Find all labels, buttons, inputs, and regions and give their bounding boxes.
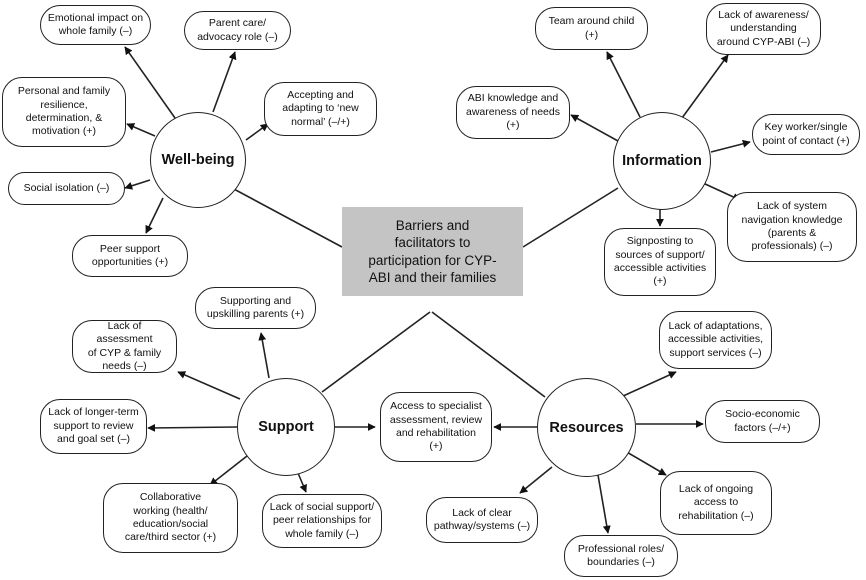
factor-social-support: Lack of social support/ peer relationshi… xyxy=(262,494,382,548)
factor-social-support-label: Lack of social support/ peer relationshi… xyxy=(269,500,375,540)
factor-upskilling-parents-label: Supporting and upskilling parents (+) xyxy=(206,294,305,320)
factor-system-navigation-label: Lack of system navigation knowledge (par… xyxy=(741,200,843,253)
link-support-center xyxy=(321,311,431,393)
factor-upskilling-parents: Supporting and upskilling parents (+) xyxy=(195,287,316,329)
factor-signposting-label: Signposting to sources of support/ acces… xyxy=(613,235,707,288)
arrow-longer-term xyxy=(147,423,238,432)
factor-clear-pathway-label: Lack of clear pathway/systems (–) xyxy=(433,506,531,532)
factor-key-worker: Key worker/single point of contact (+) xyxy=(752,114,860,155)
hub-wellbeing: Well-being xyxy=(150,112,246,208)
factor-collaborative-working: Collaborative working (health/ education… xyxy=(103,483,238,553)
factor-clear-pathway: Lack of clear pathway/systems (–) xyxy=(426,497,538,543)
arrow-parent-care xyxy=(212,51,237,113)
arrow-emotional xyxy=(124,46,176,119)
factor-resilience-label: Personal and family resilience, determin… xyxy=(17,85,111,138)
factor-lack-of-assessment: Lack of assessment of CYP & family needs… xyxy=(72,320,177,373)
arrow-assessment xyxy=(177,371,241,400)
factor-peer-support: Peer support opportunities (+) xyxy=(72,235,188,277)
hub-resources-label: Resources xyxy=(549,419,624,436)
factor-team-around-child-label: Team around child (+) xyxy=(548,15,635,41)
factor-social-isolation-label: Social isolation (–) xyxy=(23,181,110,194)
factor-parent-care-label: Parent care/ advocacy role (–) xyxy=(197,17,278,43)
factor-accepting-adapting-label: Accepting and adapting to ‘new normal’ (… xyxy=(282,88,359,128)
factor-parent-care: Parent care/ advocacy role (–) xyxy=(184,11,291,50)
factor-professional-roles-label: Professional roles/ boundaries (–) xyxy=(577,542,665,568)
factor-socio-economic-label: Socio-economic factors (–/+) xyxy=(725,408,800,434)
factor-specialist-access-label: Access to specialist assessment, review … xyxy=(389,400,483,453)
factor-system-navigation: Lack of system navigation knowledge (par… xyxy=(727,192,857,262)
arrow-collaborative xyxy=(209,455,248,486)
factor-ongoing-rehabilitation-label: Lack of ongoing access to rehabilitation… xyxy=(678,482,754,522)
factor-socio-economic: Socio-economic factors (–/+) xyxy=(705,400,820,443)
arrow-peer xyxy=(145,197,164,234)
hub-information: Information xyxy=(613,112,711,210)
factor-collaborative-working-label: Collaborative working (health/ education… xyxy=(124,491,217,544)
hub-wellbeing-label: Well-being xyxy=(161,152,235,168)
hub-resources: Resources xyxy=(537,378,636,477)
arrow-abi-knowledge xyxy=(570,114,619,142)
arrow-social-support xyxy=(297,472,307,493)
factor-longer-term-support: Lack of longer-term support to review an… xyxy=(40,399,147,454)
hub-support-label: Support xyxy=(258,419,314,435)
factor-peer-support-label: Peer support opportunities (+) xyxy=(91,242,169,268)
arrow-isolation xyxy=(124,179,151,190)
factor-ongoing-rehabilitation: Lack of ongoing access to rehabilitation… xyxy=(660,471,772,535)
arrow-awareness xyxy=(681,54,729,119)
factor-professional-roles: Professional roles/ boundaries (–) xyxy=(564,535,678,577)
factor-emotional-impact-label: Emotional impact on whole family (–) xyxy=(47,11,144,37)
arrow-resilience xyxy=(126,123,156,137)
arrow-pathway xyxy=(519,466,553,494)
link-resources-center xyxy=(431,311,546,398)
hub-information-label: Information xyxy=(622,153,702,169)
hub-support: Support xyxy=(237,378,335,476)
central-topic-label: Barriers and facilitators to participati… xyxy=(368,217,497,285)
factor-key-worker-label: Key worker/single point of contact (+) xyxy=(762,121,850,147)
arrow-adaptations xyxy=(620,371,677,398)
link-wellbeing-center xyxy=(231,187,343,248)
factor-signposting: Signposting to sources of support/ acces… xyxy=(604,228,716,296)
factor-lack-of-awareness-label: Lack of awareness/ understanding around … xyxy=(716,8,811,48)
factor-abi-knowledge: ABI knowledge and awareness of needs (+) xyxy=(456,86,570,139)
central-topic: Barriers and facilitators to participati… xyxy=(342,207,523,296)
arrow-team xyxy=(606,51,641,118)
arrow-accepting xyxy=(245,123,269,141)
factor-lack-of-adaptations: Lack of adaptations, accessible activiti… xyxy=(659,311,772,369)
factor-resilience: Personal and family resilience, determin… xyxy=(2,77,126,147)
factor-team-around-child: Team around child (+) xyxy=(535,7,648,50)
factor-social-isolation: Social isolation (–) xyxy=(8,172,125,205)
arrow-upskilling xyxy=(258,332,270,379)
link-information-center xyxy=(522,187,619,248)
factor-lack-of-awareness: Lack of awareness/ understanding around … xyxy=(706,3,821,55)
factor-lack-of-assessment-label: Lack of assessment of CYP & family needs… xyxy=(87,319,162,372)
factor-lack-of-adaptations-label: Lack of adaptations, accessible activiti… xyxy=(667,319,764,359)
factor-accepting-adapting: Accepting and adapting to ‘new normal’ (… xyxy=(264,82,377,136)
factor-emotional-impact: Emotional impact on whole family (–) xyxy=(40,5,151,45)
factor-longer-term-support-label: Lack of longer-term support to review an… xyxy=(48,406,139,446)
arrow-ongoing xyxy=(624,450,667,476)
factor-abi-knowledge-label: ABI knowledge and awareness of needs (+) xyxy=(466,92,560,132)
factor-specialist-access: Access to specialist assessment, review … xyxy=(380,392,492,462)
arrow-roles xyxy=(597,474,611,534)
arrow-key-worker xyxy=(710,139,751,153)
